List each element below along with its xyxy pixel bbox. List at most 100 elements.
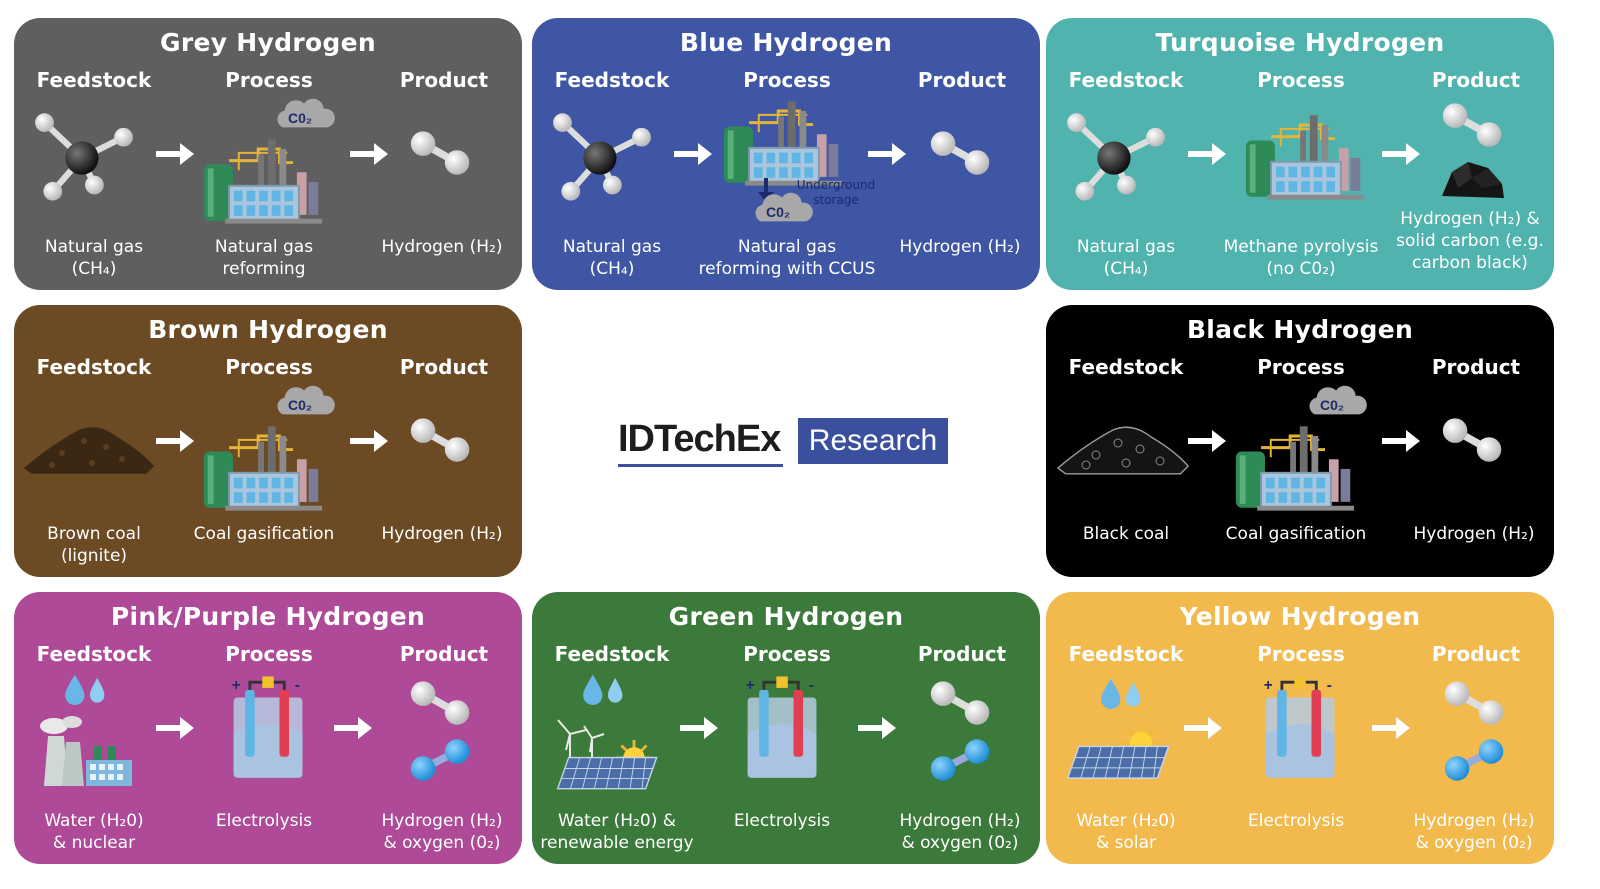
arrow-right-icon — [858, 717, 896, 739]
arrow-right-icon — [156, 717, 194, 739]
hydrogen-molecule-icon — [928, 680, 994, 728]
nuclear-plant-icon — [40, 716, 132, 786]
card-pink-purple-hydrogen: Pink/Purple Hydrogen Feedstock Process P… — [14, 592, 522, 864]
arrow-right-icon — [156, 430, 194, 452]
electrolyzer-icon — [1258, 676, 1344, 782]
process-header: Process — [743, 642, 831, 666]
feedstock-header: Feedstock — [1068, 68, 1184, 92]
arrow-right-icon — [1188, 143, 1226, 165]
card-title: Grey Hydrogen — [160, 28, 376, 57]
feedstock-label: Water (H₂0) & solar — [1076, 811, 1176, 853]
arrow-right-icon — [334, 717, 372, 739]
process-header: Process — [743, 68, 831, 92]
hydrogen-molecule-icon — [1440, 417, 1506, 465]
reforming-plant-icon — [720, 92, 846, 192]
feedstock-label: Natural gas (CH₄) — [44, 237, 144, 279]
arrow-right-icon — [1184, 717, 1222, 739]
product-header: Product — [399, 642, 489, 666]
hydrogen-molecule-icon — [1440, 102, 1506, 150]
solar-panel-icon — [554, 734, 664, 792]
svg-text:C0₂: C0₂ — [766, 204, 790, 220]
arrow-right-icon — [156, 143, 194, 165]
co2-cloud-icon: C0₂ — [274, 383, 336, 421]
electrolyzer-icon — [226, 676, 312, 782]
card-title: Yellow Hydrogen — [1179, 602, 1421, 631]
feedstock-header: Feedstock — [1068, 355, 1184, 379]
card-grey-hydrogen: Grey Hydrogen Feedstock Process Product … — [14, 18, 522, 290]
process-label: Natural gas reforming with CCUS — [698, 237, 876, 279]
product-header: Product — [399, 355, 489, 379]
water-drops-icon — [62, 672, 110, 706]
svg-text:C0₂: C0₂ — [1320, 397, 1344, 413]
product-label: Hydrogen (H₂) & oxygen (0₂) — [381, 811, 503, 853]
methane-molecule-icon — [1064, 106, 1168, 210]
brown-coal-pile-icon — [22, 417, 156, 477]
underground-storage-label: Underground storage — [796, 178, 876, 207]
process-header: Process — [1257, 68, 1345, 92]
product-label: Hydrogen (H₂) — [381, 524, 503, 544]
svg-text:C0₂: C0₂ — [288, 397, 312, 413]
arrow-right-icon — [350, 143, 388, 165]
feedstock-label: Water (H₂0) & nuclear — [44, 811, 144, 853]
card-green-hydrogen: Green Hydrogen Feedstock Process Product… — [532, 592, 1040, 864]
product-header: Product — [1431, 355, 1521, 379]
hydrogen-molecule-icon — [1442, 680, 1508, 728]
process-label: Coal gasification — [1225, 524, 1367, 544]
oxygen-molecule-icon — [1442, 736, 1508, 784]
feedstock-header: Feedstock — [554, 642, 670, 666]
card-title: Blue Hydrogen — [679, 28, 893, 57]
co2-cloud-icon: C0₂ — [274, 96, 336, 134]
reforming-plant-icon — [200, 130, 326, 230]
svg-text:C0₂: C0₂ — [288, 110, 312, 126]
oxygen-molecule-icon — [928, 736, 994, 784]
product-header: Product — [1431, 68, 1521, 92]
arrow-right-icon — [680, 717, 718, 739]
process-header: Process — [225, 355, 313, 379]
feedstock-label: Water (H₂0) & renewable energy — [540, 811, 694, 853]
water-drops-icon — [1098, 676, 1146, 710]
solar-panel-icon — [1064, 722, 1176, 782]
process-label: Methane pyrolysis (no C0₂) — [1223, 237, 1379, 279]
card-black-hydrogen: Black Hydrogen Feedstock Process Product… — [1046, 305, 1554, 577]
feedstock-header: Feedstock — [36, 68, 152, 92]
card-title: Pink/Purple Hydrogen — [110, 602, 426, 631]
electrolyzer-icon — [740, 676, 826, 782]
arrow-right-icon — [1188, 430, 1226, 452]
pyrolysis-plant-icon — [1242, 106, 1368, 206]
product-label: Hydrogen (H₂) & oxygen (0₂) — [899, 811, 1021, 853]
product-label: Hydrogen (H₂) — [899, 237, 1021, 257]
feedstock-label: Black coal — [1082, 524, 1170, 544]
arrow-right-icon — [868, 143, 906, 165]
arrow-right-icon — [674, 143, 712, 165]
card-title: Green Hydrogen — [668, 602, 904, 631]
process-header: Process — [225, 68, 313, 92]
co2-cloud-icon: C0₂ — [1306, 383, 1368, 421]
card-brown-hydrogen: Brown Hydrogen Feedstock Process Product… — [14, 305, 522, 577]
product-label: Hydrogen (H₂) — [381, 237, 503, 257]
black-coal-pile-icon — [1056, 417, 1190, 477]
water-drops-icon — [580, 672, 628, 706]
product-header: Product — [917, 68, 1007, 92]
process-header: Process — [1257, 355, 1345, 379]
process-label: Coal gasification — [193, 524, 335, 544]
feedstock-header: Feedstock — [554, 68, 670, 92]
card-title: Black Hydrogen — [1186, 315, 1414, 344]
feedstock-label: Brown coal (lignite) — [47, 524, 141, 566]
process-label: Electrolysis — [215, 811, 313, 831]
arrow-right-icon — [350, 430, 388, 452]
feedstock-label: Natural gas (CH₄) — [1076, 237, 1176, 279]
card-blue-hydrogen: Blue Hydrogen Feedstock Process Product … — [532, 18, 1040, 290]
card-turquoise-hydrogen: Turquoise Hydrogen Feedstock Process Pro… — [1046, 18, 1554, 290]
process-label: Electrolysis — [1247, 811, 1345, 831]
methane-molecule-icon — [32, 106, 136, 210]
process-label: Natural gas reforming — [214, 237, 314, 279]
hydrogen-molecule-icon — [928, 130, 994, 178]
process-label: Electrolysis — [733, 811, 831, 831]
feedstock-header: Feedstock — [1068, 642, 1184, 666]
arrow-right-icon — [1372, 717, 1410, 739]
product-header: Product — [917, 642, 1007, 666]
card-title: Brown Hydrogen — [148, 315, 388, 344]
process-header: Process — [1257, 642, 1345, 666]
oxygen-molecule-icon — [408, 736, 474, 784]
product-label: Hydrogen (H₂) — [1413, 524, 1535, 544]
